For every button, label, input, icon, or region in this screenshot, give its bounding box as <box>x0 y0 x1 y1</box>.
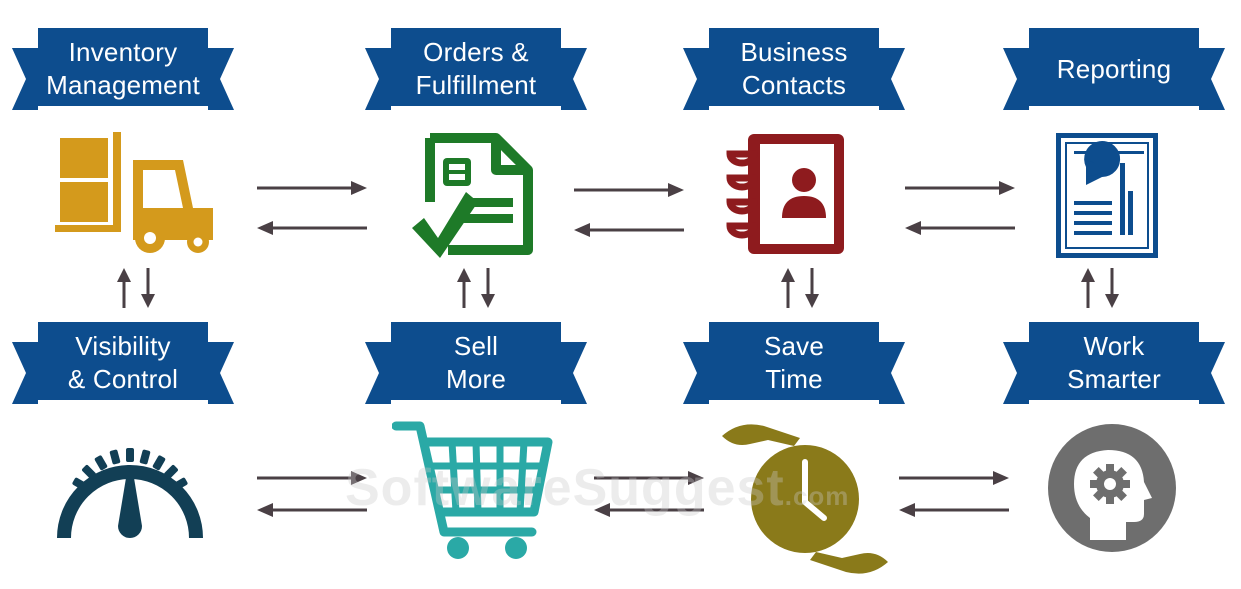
banner-sell-more: Sell More <box>365 322 587 404</box>
banner-line1: Orders & <box>423 37 529 67</box>
watermark: SoftwareSuggest.com <box>345 458 849 518</box>
address-book-icon <box>718 130 848 263</box>
arrows-time-smarter <box>897 468 1011 525</box>
arrows-reporting-smarter <box>1076 266 1124 315</box>
arrows-visibility-sell <box>255 468 369 525</box>
report-icon <box>1055 132 1159 263</box>
banner-visibility-control: Visibility & Control <box>12 322 234 404</box>
banner-business-contacts: Business Contacts <box>683 28 905 110</box>
banner-line1: Visibility <box>75 331 171 361</box>
watermark-suffix: .com <box>784 481 850 511</box>
banner-line1: Save <box>763 331 825 361</box>
arrows-contacts-time <box>776 266 824 315</box>
shopping-cart-icon <box>391 420 554 567</box>
head-gear-icon <box>1046 422 1178 559</box>
banner-line2: Fulfillment <box>415 70 537 100</box>
banner-line2: Management <box>46 70 200 100</box>
arrows-inventory-visibility <box>112 266 160 315</box>
banner-line1: Sell <box>453 331 499 361</box>
arrows-orders-contacts <box>572 178 686 243</box>
banner-line1: Business <box>740 37 848 67</box>
banner-line2: Smarter <box>1067 364 1161 394</box>
banner-work-smarter: Work Smarter <box>1003 322 1225 404</box>
banner-line2: Time <box>765 364 823 394</box>
banner-line1: Inventory <box>68 37 178 67</box>
banner-orders-fulfillment: Orders & Fulfillment <box>365 28 587 110</box>
banner-reporting: Reporting <box>1003 28 1225 110</box>
banner-line1: Reporting <box>1056 53 1172 84</box>
speedometer-icon <box>50 418 210 551</box>
banner-line2: More <box>445 364 507 394</box>
banner-inventory-management: Inventory Management <box>12 28 234 110</box>
arrows-sell-time <box>592 468 706 525</box>
order-document-icon <box>408 132 538 267</box>
forklift-icon <box>55 130 215 260</box>
banner-line2: Contacts <box>741 70 847 100</box>
banner-save-time: Save Time <box>683 322 905 404</box>
watermark-main: SoftwareSuggest <box>345 459 785 517</box>
arrows-inventory-orders <box>255 176 369 241</box>
clock-hands-icon <box>720 414 890 589</box>
banner-line2: & Control <box>67 364 179 394</box>
arrows-contacts-reporting <box>903 176 1017 241</box>
banner-line1: Work <box>1083 331 1145 361</box>
arrows-orders-sell <box>452 266 500 315</box>
